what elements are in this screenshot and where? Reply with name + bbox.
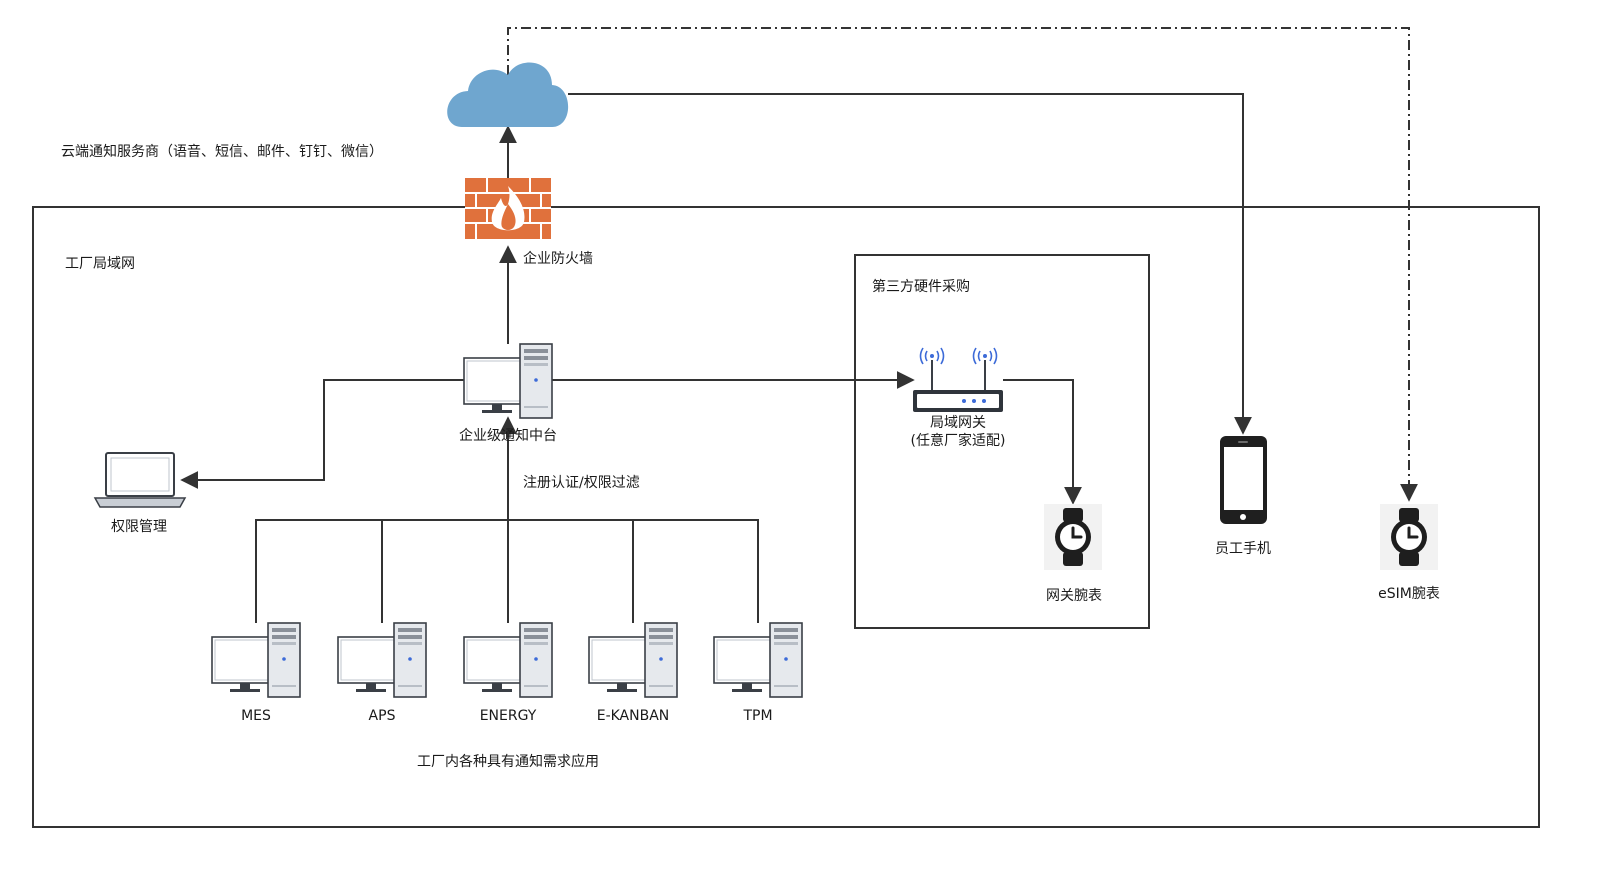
factory-lan-boundary	[32, 206, 1540, 828]
third-party-label: 第三方硬件采购	[872, 278, 970, 295]
cloud-to-esim-watch-connector	[507, 27, 1418, 502]
admin-label: 权限管理	[111, 519, 167, 535]
apps-caption: 工厂内各种具有通知需求应用	[417, 753, 599, 770]
gateway-sublabel: (任意厂家适配)	[911, 432, 1006, 449]
esim-watch-label: eSIM腕表	[1378, 586, 1440, 602]
firewall-icon	[465, 178, 551, 239]
gateway-label: 局域网关	[930, 415, 986, 431]
auth-filter-label: 注册认证/权限过滤	[523, 475, 640, 491]
factory-lan-label: 工厂局域网	[65, 256, 135, 272]
gateway-watch-label: 网关腕表	[1046, 588, 1102, 604]
aps-server-icon	[337, 622, 427, 698]
gateway-to-watch-connector	[1003, 379, 1082, 505]
hub-server-icon	[463, 343, 553, 419]
hub-to-admin-connector	[180, 379, 464, 489]
tpm-server-icon	[713, 622, 803, 698]
energy-server-icon	[463, 622, 553, 698]
app-label: ENERGY	[480, 708, 537, 724]
phone-label: 员工手机	[1215, 541, 1271, 557]
app-label: MES	[241, 708, 271, 724]
ekanban-server-icon	[588, 622, 678, 698]
gateway-watch-icon	[1042, 502, 1104, 572]
cloud-provider-label: 云端通知服务商（语音、短信、邮件、钉钉、微信）	[61, 143, 383, 160]
laptop-icon	[93, 452, 187, 508]
cloud-to-phone-connector	[568, 93, 1252, 435]
cloud-icon	[447, 62, 569, 128]
smartphone-icon	[1220, 436, 1267, 524]
router-icon	[913, 347, 1003, 412]
firewall-label: 企业防火墙	[523, 250, 593, 267]
app-label: APS	[369, 708, 396, 724]
third-party-hardware-boundary	[854, 254, 1150, 629]
app-label: E-KANBAN	[597, 708, 670, 724]
hub-label: 企业级通知中台	[459, 427, 557, 444]
app-label: TPM	[742, 708, 772, 724]
mes-server-icon	[211, 622, 301, 698]
esim-watch-icon	[1378, 502, 1440, 572]
